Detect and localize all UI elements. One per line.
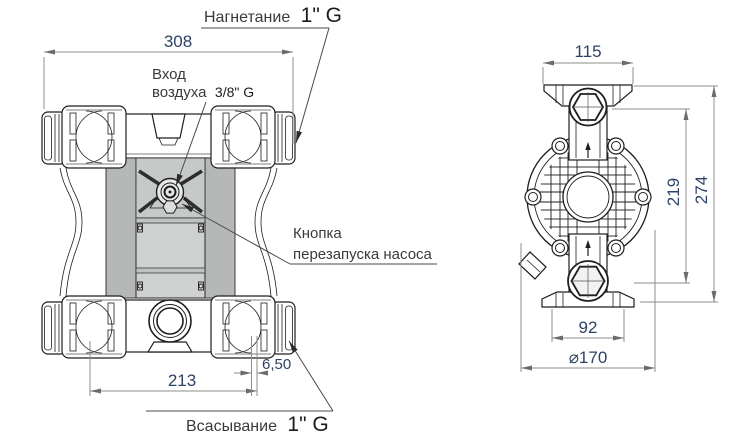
dim-overall-width: 308 xyxy=(43,32,294,144)
callout-restart-button: Кнопка перезапуска насоса xyxy=(181,203,437,265)
dim-offset: 6,50 xyxy=(234,356,291,376)
air-inlet-label-line1: Вход xyxy=(152,66,186,83)
dim-6-50: 6,50 xyxy=(262,356,291,373)
dim-diameter-170: ⌀170 xyxy=(569,348,608,367)
manifold-top-left xyxy=(41,105,127,169)
svg-text:воздуха 3/8" G: воздуха 3/8" G xyxy=(152,84,254,101)
suction-label: Всасывание xyxy=(186,418,277,435)
dim-219: 219 xyxy=(664,178,683,206)
dimensions: 308 213 6,50 115 xyxy=(43,32,718,396)
side-view xyxy=(518,84,652,308)
svg-text:Всасывание 1" G: Всасывание 1" G xyxy=(186,413,329,436)
restart-label-line2: перезапуска насоса xyxy=(293,246,433,263)
dim-port-spacing: 213 xyxy=(89,336,258,396)
flow-arrow-up-bottom xyxy=(585,240,591,256)
air-valve-panel xyxy=(135,157,206,299)
dim-115: 115 xyxy=(574,42,601,61)
svg-text:Нагнетание 1" G: Нагнетание 1" G xyxy=(204,4,342,27)
dim-274: 274 xyxy=(692,176,711,204)
callout-air-inlet: Вход воздуха 3/8" G xyxy=(152,66,254,187)
restart-label-line1: Кнопка xyxy=(293,225,342,242)
bottom-flange xyxy=(541,260,635,308)
front-view xyxy=(41,105,296,359)
manifold-bottom-left xyxy=(41,295,127,359)
callout-discharge: Нагнетание 1" G xyxy=(201,4,342,144)
air-inlet-fitting xyxy=(155,177,185,214)
clamp-band-right xyxy=(204,157,236,299)
flow-arrow-up-top xyxy=(585,142,591,158)
dim-diameter: ⌀170 xyxy=(520,230,656,372)
muffler-notch xyxy=(151,113,186,139)
dim-308: 308 xyxy=(164,32,192,51)
callouts: Нагнетание 1" G Вход воздуха 3/8" G Кноп… xyxy=(146,4,437,436)
center-hub xyxy=(562,171,614,223)
air-inlet-port-size: 3/8" G xyxy=(215,84,254,100)
front-port xyxy=(148,299,192,343)
suction-port-size: 1" G xyxy=(287,413,328,436)
restart-button-nut xyxy=(162,200,178,214)
manifold-bottom-right xyxy=(210,295,296,359)
port-base xyxy=(146,341,194,353)
dim-foot-width: 92 xyxy=(551,309,625,342)
discharge-port-size: 1" G xyxy=(301,4,342,27)
clamp-band-left xyxy=(105,157,137,299)
casing-bolts xyxy=(524,137,652,257)
manifold-top-right xyxy=(210,105,296,169)
dim-flange-width: 115 xyxy=(542,42,634,84)
air-inlet-label-line2: воздуха xyxy=(152,84,207,101)
panel-bolts xyxy=(137,223,204,291)
callout-suction: Всасывание 1" G xyxy=(146,340,334,436)
dim-92: 92 xyxy=(579,318,598,337)
top-flange xyxy=(543,84,633,127)
dim-port-height: 219 xyxy=(612,108,690,284)
dim-overall-height: 274 xyxy=(634,85,718,303)
dim-213: 213 xyxy=(168,371,196,390)
discharge-label: Нагнетание xyxy=(204,9,290,26)
